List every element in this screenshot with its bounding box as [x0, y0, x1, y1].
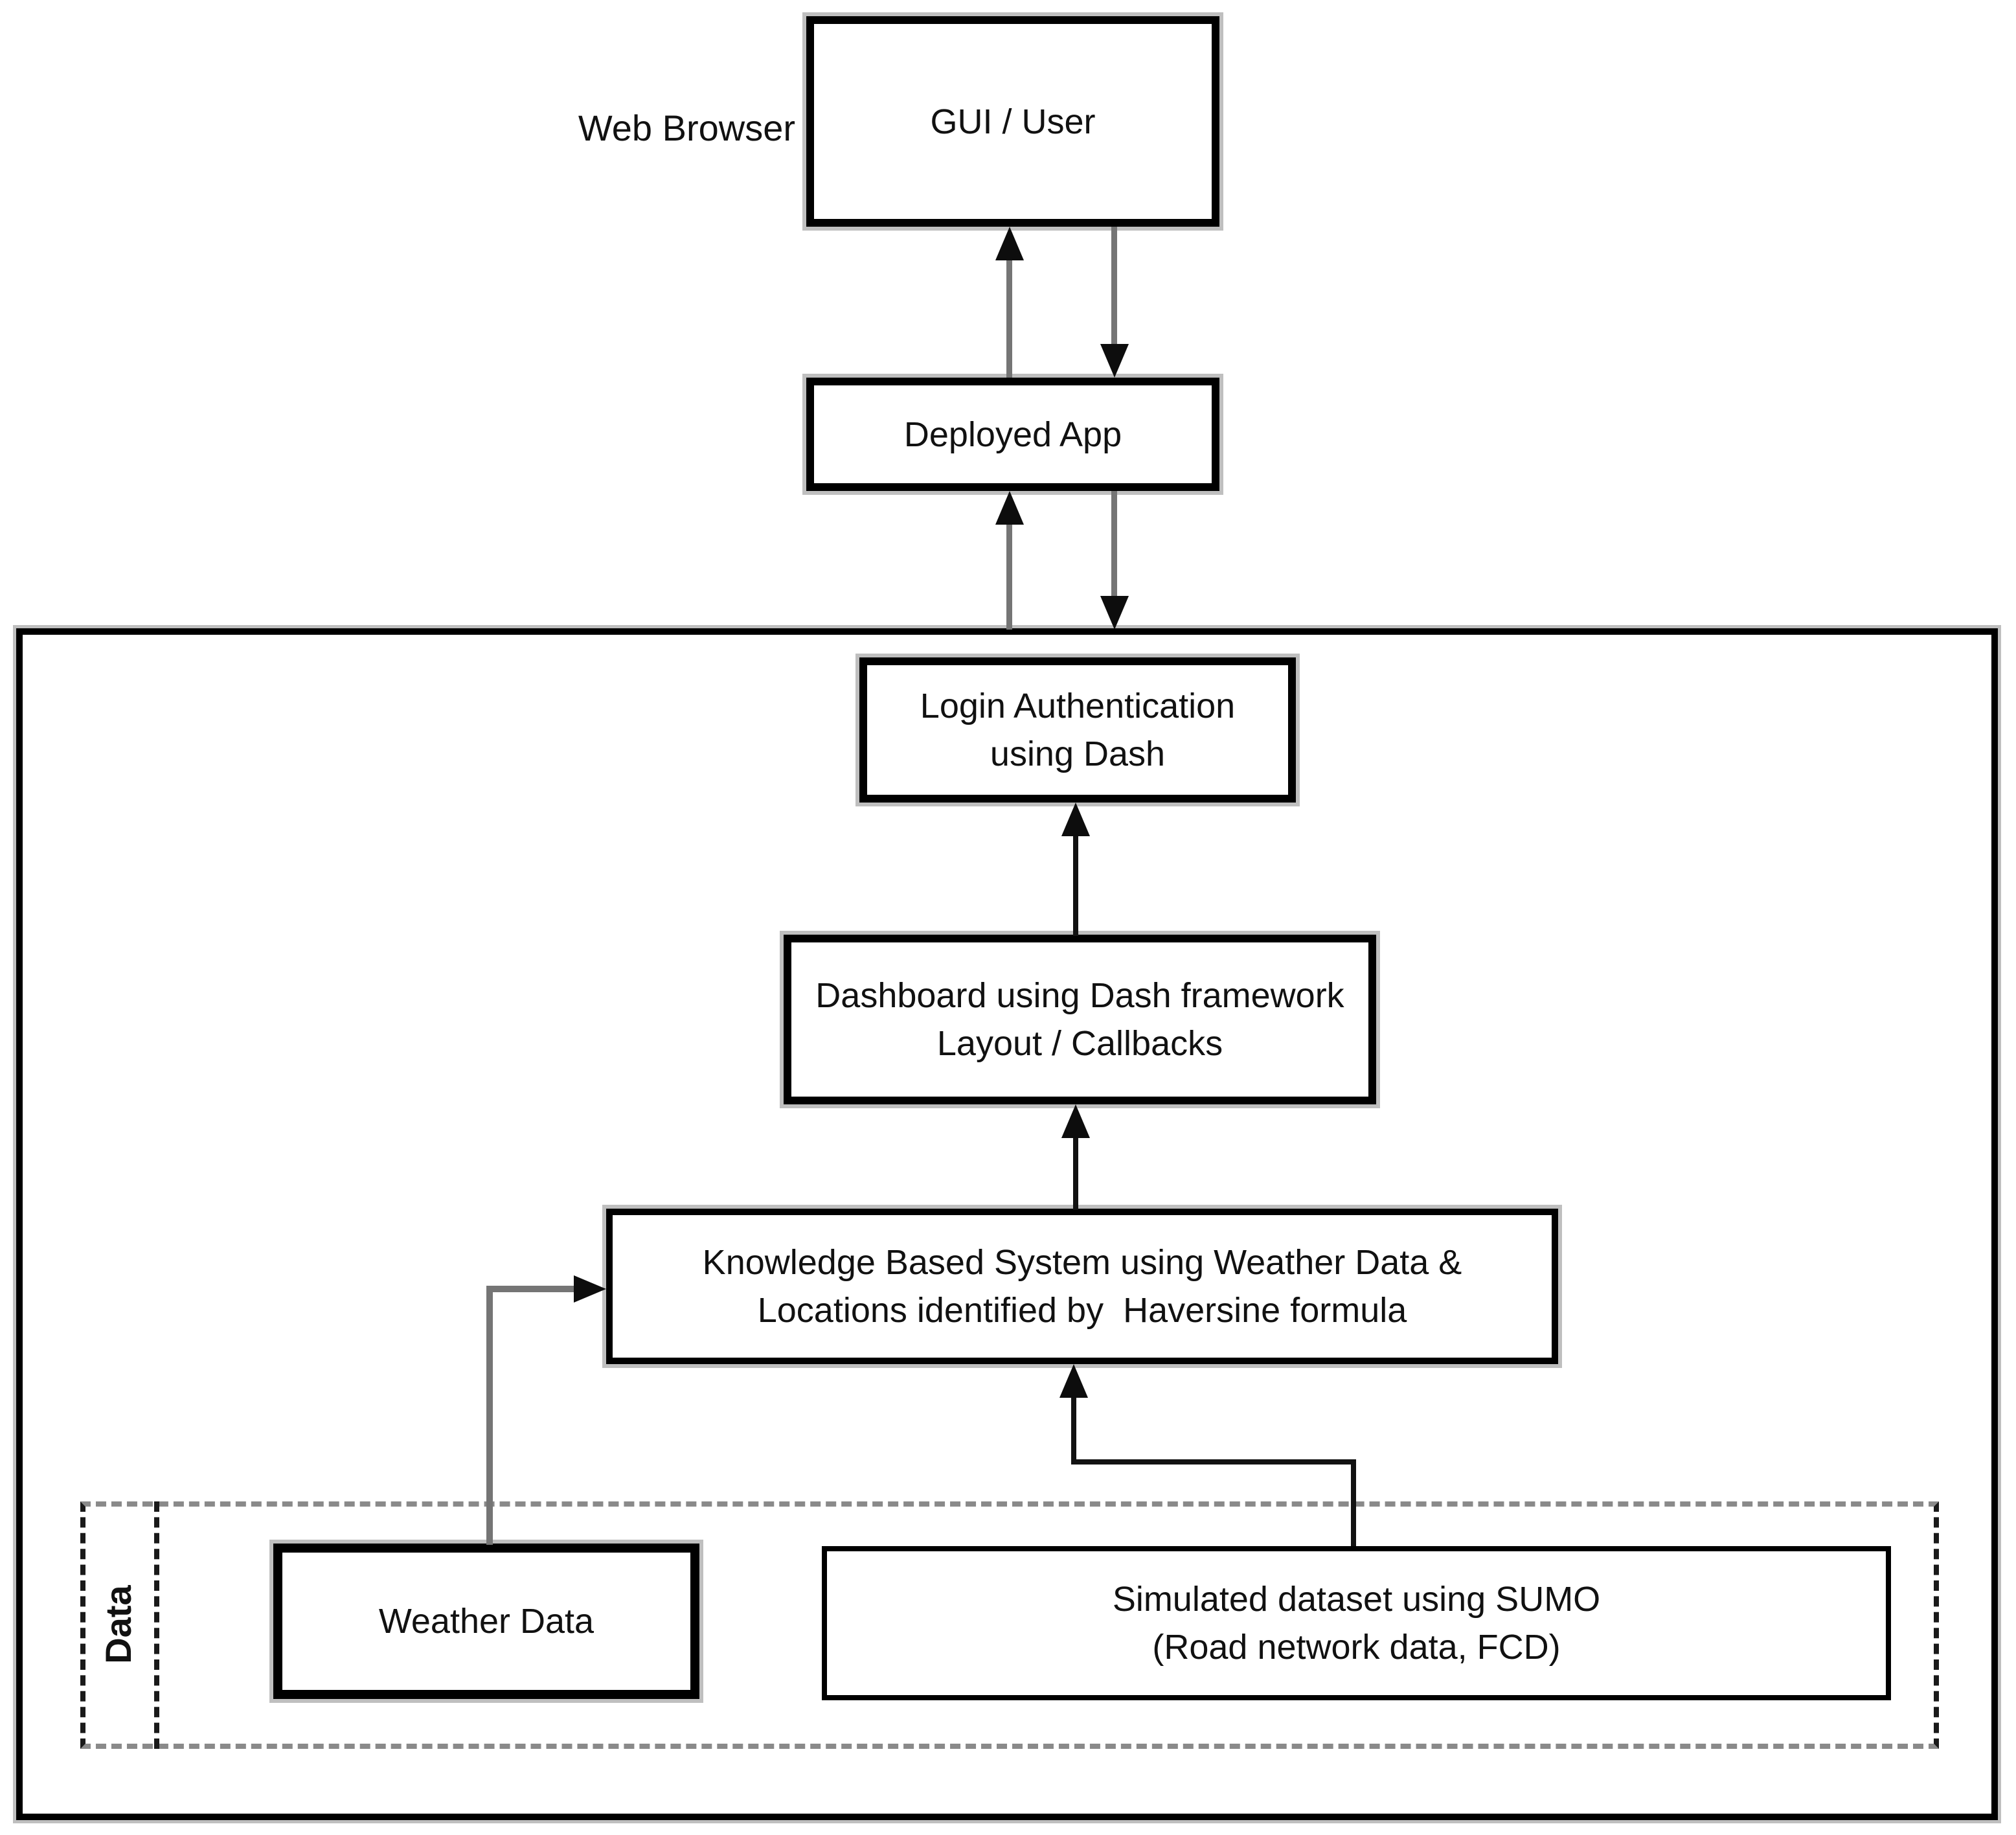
node-gui-user-label: GUI / User	[930, 102, 1096, 141]
arrow-deployed-to-container-head-icon	[1100, 596, 1129, 630]
node-knowledge-system-line1: Knowledge Based System using Weather Dat…	[702, 1243, 1462, 1282]
arrow-knowledge-to-dashboard-line	[1073, 1134, 1078, 1210]
node-deployed-app-label: Deployed App	[903, 415, 1122, 454]
node-dashboard-line2: Layout / Callbacks	[936, 1024, 1223, 1063]
connector-dataset-to-knowledge-horizontal	[1071, 1459, 1356, 1465]
node-simulated-dataset-line1: Simulated dataset using SUMO	[1112, 1580, 1601, 1619]
connector-weather-to-knowledge-horizontal	[486, 1286, 576, 1292]
arrow-container-to-deployed-line	[1006, 521, 1012, 630]
arrow-gui-to-deployed-line	[1111, 227, 1117, 347]
connector-dataset-to-knowledge-vertical-left	[1071, 1394, 1076, 1465]
data-group-label: Data	[97, 1585, 139, 1664]
node-simulated-dataset-line2: (Road network data, FCD)	[1152, 1628, 1561, 1667]
node-login-auth-line1: Login Authentication	[920, 687, 1236, 725]
web-browser-label: Web Browser	[578, 107, 795, 148]
node-deployed-app: Deployed App	[806, 378, 1219, 491]
node-simulated-dataset: Simulated dataset using SUMO (Road netwo…	[822, 1546, 1891, 1700]
arrow-deployed-to-container-line	[1111, 491, 1117, 598]
arrow-knowledge-to-dashboard-head-icon	[1061, 1104, 1090, 1138]
data-group-box	[80, 1501, 1939, 1749]
data-group-separator	[154, 1501, 159, 1749]
arrow-gui-to-deployed-head-icon	[1100, 344, 1129, 378]
node-dashboard: Dashboard using Dash framework Layout / …	[784, 935, 1376, 1104]
node-weather-data-label: Weather Data	[378, 1602, 595, 1641]
arrow-dashboard-to-login-line	[1073, 832, 1078, 936]
connector-weather-to-knowledge-vertical	[486, 1286, 493, 1545]
arrow-dashboard-to-login-head-icon	[1061, 803, 1090, 836]
connector-weather-to-knowledge-head-icon	[574, 1275, 606, 1303]
node-gui-user: GUI / User	[806, 16, 1219, 227]
node-weather-data: Weather Data	[273, 1544, 699, 1699]
connector-dataset-to-knowledge-head-icon	[1059, 1364, 1088, 1398]
arrow-deployed-to-gui-head-icon	[995, 227, 1024, 260]
node-knowledge-system: Knowledge Based System using Weather Dat…	[606, 1209, 1558, 1364]
node-login-auth-line2: using Dash	[990, 735, 1166, 773]
arrow-deployed-to-gui-line	[1006, 256, 1012, 378]
arrow-container-to-deployed-head-icon	[995, 491, 1024, 525]
node-knowledge-system-line2: Locations identified by Haversine formul…	[757, 1291, 1407, 1330]
connector-dataset-to-knowledge-vertical-right	[1351, 1459, 1356, 1546]
node-login-auth: Login Authentication using Dash	[859, 657, 1296, 803]
node-dashboard-line1: Dashboard using Dash framework	[815, 976, 1344, 1015]
